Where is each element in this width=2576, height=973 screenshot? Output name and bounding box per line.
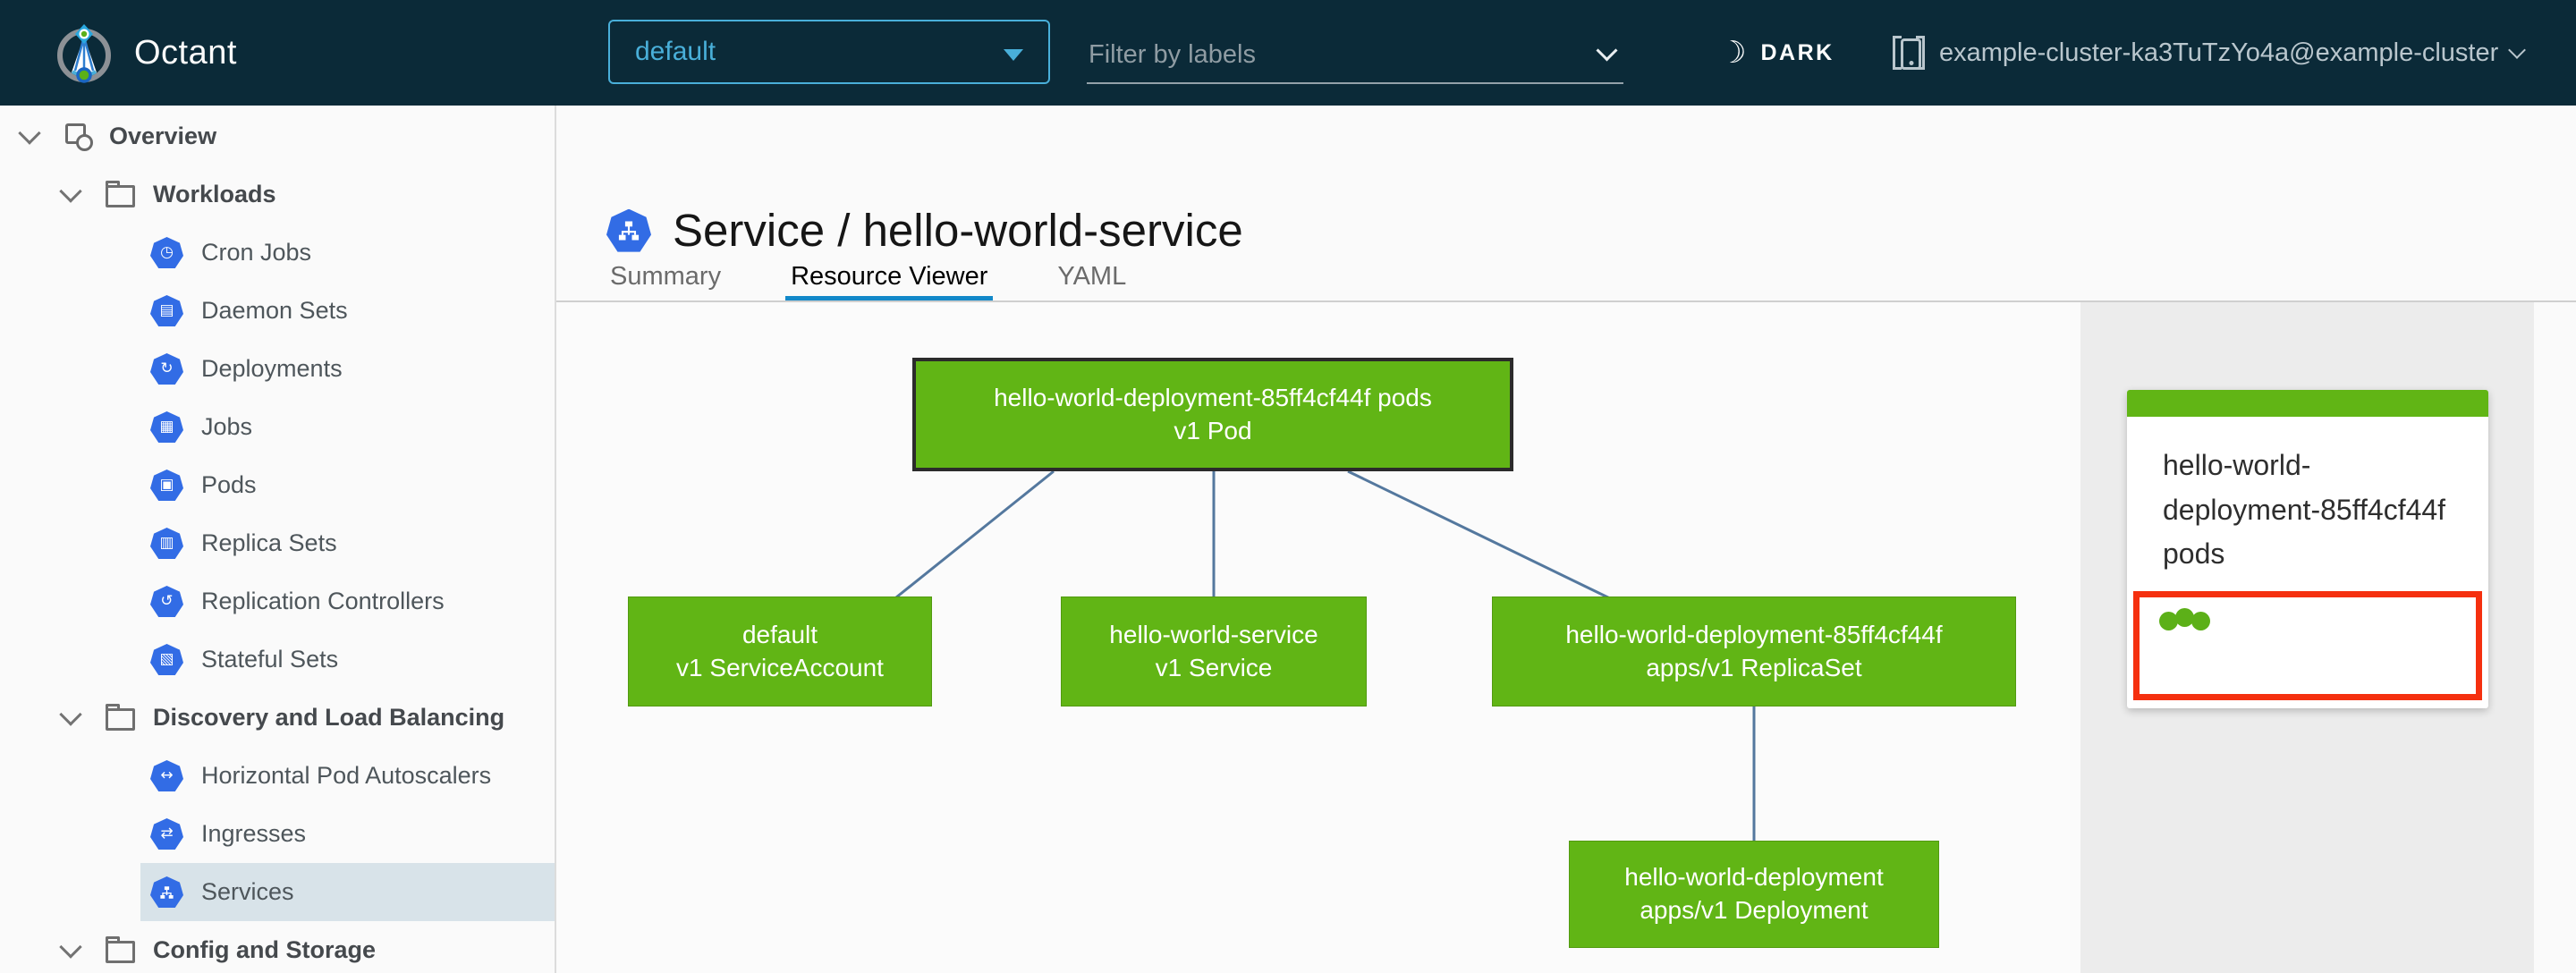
theme-toggle-label: DARK xyxy=(1760,39,1835,65)
graph-node-pod[interactable]: hello-world-deployment-85ff4cf44f pods v1… xyxy=(912,358,1513,471)
sidebar-item-label: Config and Storage xyxy=(153,936,376,963)
sidebar-item-stateful-sets[interactable]: ▧ Stateful Sets xyxy=(140,630,555,689)
chevron-down-icon[interactable] xyxy=(59,935,82,959)
sidebar-item-label: Overview xyxy=(109,123,217,149)
node-name: hello-world-service xyxy=(1109,620,1318,648)
graph-node-serviceaccount[interactable]: default v1 ServiceAccount xyxy=(628,596,932,706)
sidebar-item-label: Replication Controllers xyxy=(201,588,445,614)
cron-jobs-icon: ◷ xyxy=(150,237,183,268)
chevron-down-icon[interactable] xyxy=(1596,39,1618,62)
sidebar-item-label: Daemon Sets xyxy=(201,297,348,324)
pod-ok-dot xyxy=(2175,607,2194,627)
node-kind: v1 Pod xyxy=(1174,416,1252,444)
node-name: hello-world-deployment xyxy=(1624,863,1884,892)
sidebar-item-label: Ingresses xyxy=(201,820,307,847)
sidebar-item-ingresses[interactable]: ⇄ Ingresses xyxy=(140,805,555,863)
sidebar-item-jobs[interactable]: ▦ Jobs xyxy=(140,398,555,456)
card-title: hello-world-deployment-85ff4cf44f pods xyxy=(2163,449,2446,571)
ingresses-icon: ⇄ xyxy=(150,818,183,850)
tab-summary[interactable]: Summary xyxy=(610,261,722,291)
pod-status-card[interactable]: hello-world-deployment-85ff4cf44f pods xyxy=(2127,390,2488,708)
replication-controllers-icon: ↺ xyxy=(150,586,183,617)
sidebar-item-label: Horizontal Pod Autoscalers xyxy=(201,762,492,789)
chevron-down-icon xyxy=(2508,41,2527,59)
sidebar-item-label: Pods xyxy=(201,471,257,498)
daemon-sets-icon: ▤ xyxy=(150,295,183,326)
namespace-dropdown-value: default xyxy=(635,37,716,66)
horizontal-pod-autoscalers-icon: ↔ xyxy=(150,760,183,791)
tab-resource-viewer[interactable]: Resource Viewer xyxy=(785,252,994,302)
chevron-down-icon[interactable] xyxy=(18,121,41,145)
sidebar-item-workloads[interactable]: Workloads xyxy=(0,165,555,224)
replica-sets-icon: ▥ xyxy=(150,528,183,559)
pod-ok-dot xyxy=(2191,611,2210,630)
node-kind: v1 ServiceAccount xyxy=(676,653,884,681)
deployments-icon: ↻ xyxy=(150,353,183,385)
tab-bar: Summary Resource Viewer YAML xyxy=(608,252,1128,302)
detail-panel: hello-world-deployment-85ff4cf44f pods xyxy=(2080,302,2534,973)
page-title-row: Service / hello-world-service xyxy=(606,173,1243,287)
label-filter-input[interactable] xyxy=(1087,32,1573,77)
sidebar-item-cron-jobs[interactable]: ◷ Cron Jobs xyxy=(140,224,555,282)
sidebar-item-overview[interactable]: Overview xyxy=(0,107,555,165)
graph-node-deployment[interactable]: hello-world-deployment apps/v1 Deployment xyxy=(1569,841,1939,948)
sidebar-item-label: Services xyxy=(201,878,294,905)
folder-icon xyxy=(106,704,135,731)
graph-node-service[interactable]: hello-world-service v1 Service xyxy=(1061,596,1367,706)
caret-down-icon xyxy=(1004,49,1023,61)
services-icon xyxy=(150,876,183,908)
cluster-context-dropdown[interactable]: example-cluster-ka3TuTzYo4a@example-clus… xyxy=(1893,0,2527,106)
tab-yaml[interactable]: YAML xyxy=(1057,261,1127,291)
sidebar-item-label: Workloads xyxy=(153,181,276,207)
node-kind: v1 Service xyxy=(1155,653,1273,681)
node-name: default xyxy=(741,620,818,648)
pod-ok-dot xyxy=(2159,611,2178,630)
card-accent-bar xyxy=(2127,390,2488,417)
pod-status-highlight-box[interactable] xyxy=(2133,590,2482,700)
app-title: Octant xyxy=(134,33,237,72)
cluster-context-name: example-cluster-ka3TuTzYo4a@example-clus… xyxy=(1939,38,2499,67)
sidebar-item-services[interactable]: Services xyxy=(140,863,555,921)
sidebar-item-pods[interactable]: ▣ Pods xyxy=(140,456,555,514)
tab-separator xyxy=(556,300,2576,302)
sidebar-item-replication-controllers[interactable]: ↺ Replication Controllers xyxy=(140,572,555,630)
sidebar-item-discovery-and-load-balancing[interactable]: Discovery and Load Balancing xyxy=(0,689,555,747)
sidebar-item-deployments[interactable]: ↻ Deployments xyxy=(140,340,555,398)
octant-logo xyxy=(57,24,111,83)
chevron-down-icon[interactable] xyxy=(59,179,82,203)
node-name: hello-world-deployment-85ff4cf44f pods xyxy=(994,383,1432,411)
sidebar-item-label: Stateful Sets xyxy=(201,646,339,673)
sidebar-item-horizontal-pod-autoscalers[interactable]: ↔ Horizontal Pod Autoscalers xyxy=(140,747,555,805)
jobs-icon: ▦ xyxy=(150,411,183,443)
page-title: Service / hello-world-service xyxy=(673,205,1243,257)
header-bar: Octant default ☾ DARK example-cluster-ka… xyxy=(0,0,2576,106)
node-kind: apps/v1 ReplicaSet xyxy=(1646,653,1862,681)
sidebar-item-label: Jobs xyxy=(201,413,253,440)
folder-icon xyxy=(106,181,135,207)
label-filter-field xyxy=(1087,27,1623,84)
namespace-dropdown[interactable]: default xyxy=(608,20,1050,84)
theme-toggle-button[interactable]: ☾ DARK xyxy=(1719,0,1835,106)
cluster-icon xyxy=(1893,36,1925,70)
sidebar-item-label: Discovery and Load Balancing xyxy=(153,704,505,731)
sidebar-item-replica-sets[interactable]: ▥ Replica Sets xyxy=(140,514,555,572)
node-kind: apps/v1 Deployment xyxy=(1640,896,1868,924)
stateful-sets-icon: ▧ xyxy=(150,644,183,675)
sidebar-item-config-and-storage[interactable]: Config and Storage xyxy=(0,921,555,973)
folder-icon xyxy=(106,936,135,963)
overview-icon xyxy=(64,123,93,151)
chevron-down-icon[interactable] xyxy=(59,702,82,726)
moon-icon: ☾ xyxy=(1719,35,1747,71)
service-icon xyxy=(606,208,651,252)
sidebar-item-label: Deployments xyxy=(201,355,343,382)
node-name: hello-world-deployment-85ff4cf44f xyxy=(1565,620,1943,648)
pods-icon: ▣ xyxy=(150,470,183,501)
sidebar-item-daemon-sets[interactable]: ▤ Daemon Sets xyxy=(140,282,555,340)
graph-node-replicaset[interactable]: hello-world-deployment-85ff4cf44f apps/v1… xyxy=(1492,596,2016,706)
sidebar-item-label: Replica Sets xyxy=(201,529,337,556)
sidebar-item-label: Cron Jobs xyxy=(201,239,312,266)
